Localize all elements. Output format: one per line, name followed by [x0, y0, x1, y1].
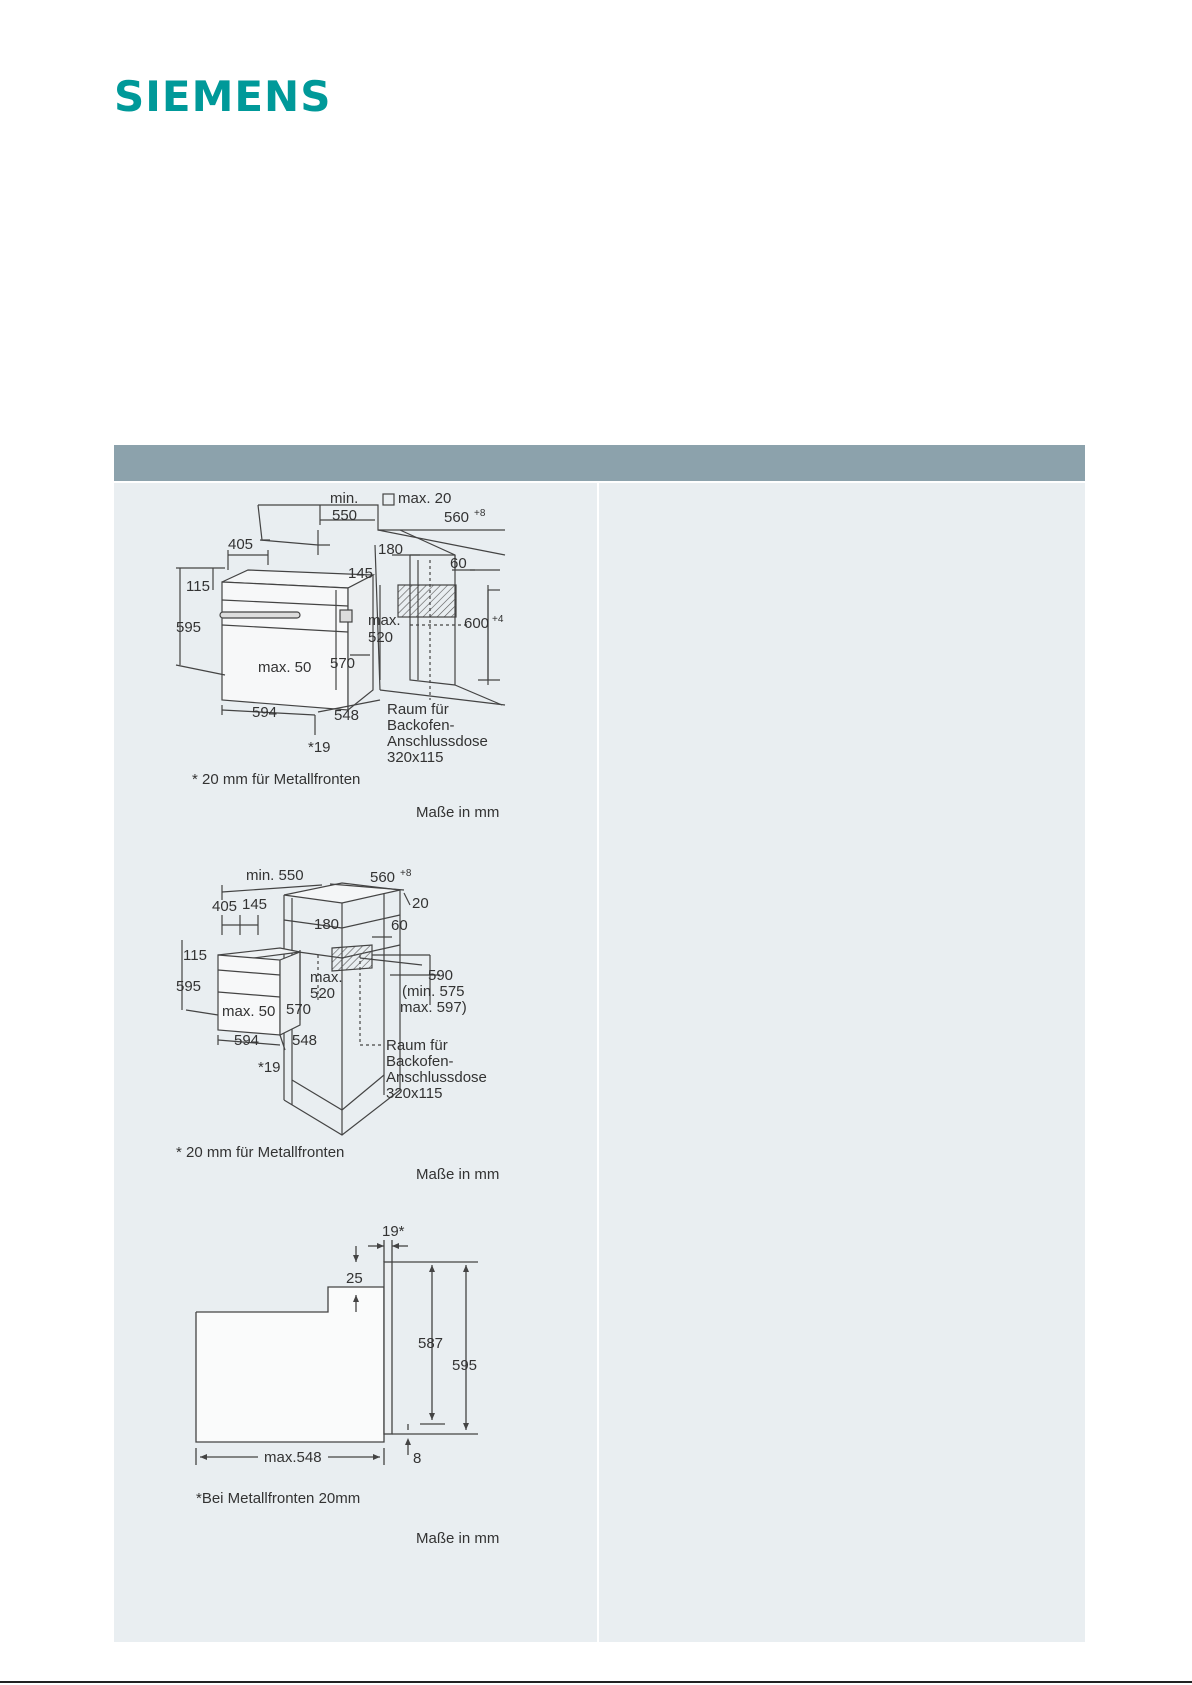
figure-1-labels: min. 550 max. 20 560 +8 405 180 60 145 1… — [176, 490, 504, 821]
fig2-dim-590: 590 — [428, 967, 453, 984]
fig2-raum-line4: 320x115 — [386, 1085, 442, 1102]
figure-1-undercounter-drawing — [175, 493, 506, 735]
figure-3-arrows — [200, 1243, 469, 1460]
fig1-units: Maße in mm — [416, 804, 499, 821]
fig3-dim-19: 19* — [382, 1223, 405, 1240]
fig3-dim-25: 25 — [346, 1270, 363, 1287]
figure-3-labels: 19* 25 587 595 max.548 8 *Bei Metallfron… — [196, 1223, 499, 1547]
figure-2-labels: min. 550 560 +8 20 405 145 180 60 115 59… — [176, 867, 499, 1183]
fig2-raum-line2: Backofen- — [386, 1053, 454, 1070]
fig3-units: Maße in mm — [416, 1530, 499, 1547]
fig2-min550: min. 550 — [246, 867, 304, 884]
fig1-raum-line3: Anschlussdose — [387, 733, 488, 750]
fig2-units: Maße in mm — [416, 1166, 499, 1183]
fig2-dim-520: 520 — [310, 985, 335, 1002]
fig1-sup4: +4 — [492, 614, 504, 625]
fig3-dim-8: 8 — [413, 1450, 421, 1467]
fig1-raum-line2: Backofen- — [387, 717, 455, 734]
fig1-dim-570: 570 — [330, 655, 355, 672]
fig2-dim-405: 405 — [212, 898, 237, 915]
fig1-raum-line1: Raum für — [387, 701, 449, 718]
fig2-dim-595: 595 — [176, 978, 201, 995]
fig1-dim-520: 520 — [368, 629, 393, 646]
fig2-dim-20: 20 — [412, 895, 429, 912]
fig2-min575: (min. 575 — [402, 983, 465, 1000]
fig2-star19: *19 — [258, 1059, 281, 1076]
fig2-raum-line1: Raum für — [386, 1037, 448, 1054]
fig1-dim-145: 145 — [348, 565, 373, 582]
fig1-dim-595: 595 — [176, 619, 201, 636]
fig1-star19: *19 — [308, 739, 331, 756]
page-bottom-rule — [0, 1681, 1192, 1683]
fig2-max597: max. 597) — [400, 999, 467, 1016]
fig2-dim-60: 60 — [391, 917, 408, 934]
fig3-max548: max.548 — [264, 1449, 322, 1466]
fig1-max50: max. 50 — [258, 659, 311, 676]
fig1-dim-548: 548 — [334, 707, 359, 724]
fig1-dim-550: 550 — [332, 507, 357, 524]
fig1-dim-560: 560 — [444, 509, 469, 526]
fig2-dim-570: 570 — [286, 1001, 311, 1018]
fig2-max: max. — [310, 969, 343, 986]
fig1-max: max. — [368, 612, 401, 629]
section-header-bar — [114, 445, 1085, 481]
fig1-min: min. — [330, 490, 358, 507]
fig2-footnote: * 20 mm für Metallfronten — [176, 1144, 344, 1161]
fig2-sup8: +8 — [400, 868, 412, 879]
specs-panel — [599, 483, 1085, 1642]
figure-2-tall-cabinet-drawing — [181, 882, 440, 1136]
fig3-footnote: *Bei Metallfronten 20mm — [196, 1490, 360, 1507]
fig1-dim-115: 115 — [186, 578, 210, 595]
fig1-raum-line4: 320x115 — [387, 749, 443, 766]
siemens-logo: SIEMENS — [114, 72, 332, 121]
figure-3-side-view-drawing — [195, 1240, 478, 1465]
fig1-max20: max. 20 — [398, 490, 451, 507]
fig2-dim-560: 560 — [370, 869, 395, 886]
fig1-dim-405: 405 — [228, 536, 253, 553]
fig2-dim-548: 548 — [292, 1032, 317, 1049]
fig3-dim-587: 587 — [418, 1335, 443, 1352]
fig2-raum-line3: Anschlussdose — [386, 1069, 487, 1086]
fig2-dim-180: 180 — [314, 916, 339, 933]
fig1-footnote: * 20 mm für Metallfronten — [192, 771, 360, 788]
fig2-dim-594: 594 — [234, 1032, 259, 1049]
fig1-dim-600: 600 — [464, 615, 489, 632]
fig2-max50: max. 50 — [222, 1003, 275, 1020]
fig2-dim-115: 115 — [183, 947, 207, 964]
fig1-dim-180: 180 — [378, 541, 403, 558]
fig1-dim-60: 60 — [450, 555, 467, 572]
fig1-sup8: +8 — [474, 508, 486, 519]
fig3-dim-595: 595 — [452, 1357, 477, 1374]
fig2-dim-145: 145 — [242, 896, 267, 913]
fig1-dim-594: 594 — [252, 704, 277, 721]
